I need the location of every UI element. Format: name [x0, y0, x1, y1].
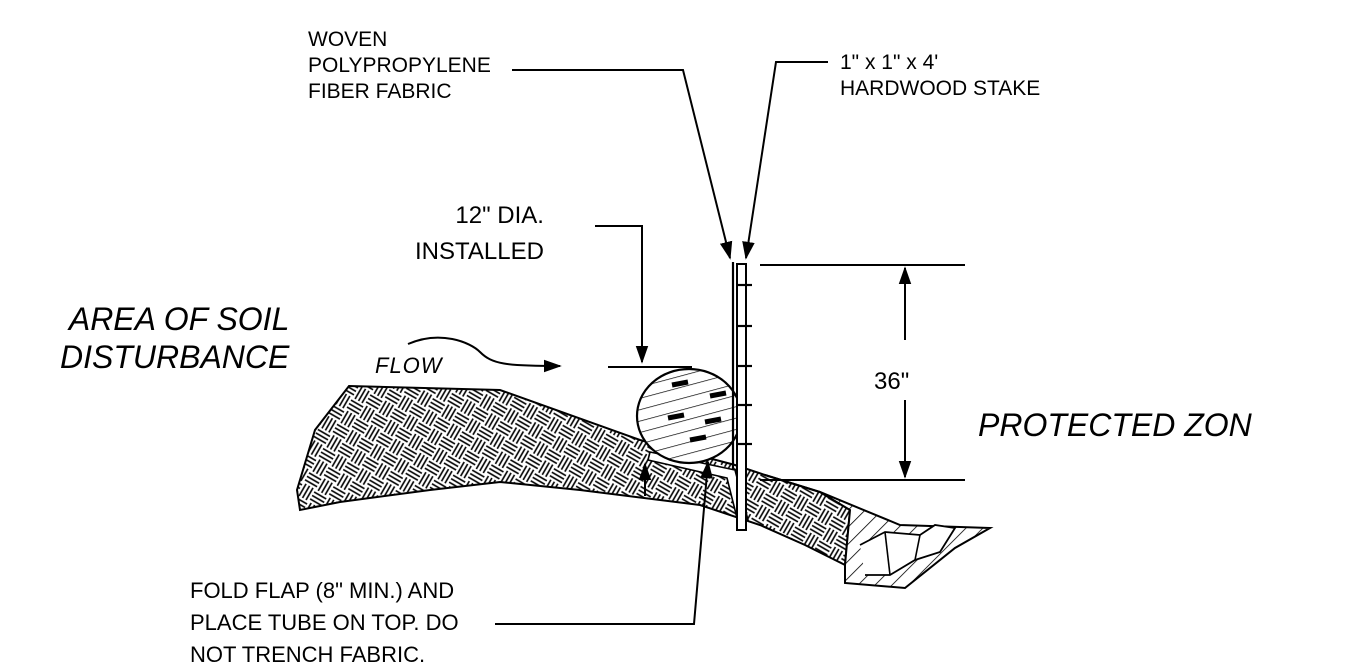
flap-label-line-2: PLACE TUBE ON TOP. DO [190, 610, 459, 635]
height-label: 36" [874, 368, 910, 395]
flap-label-line-1: FOLD FLAP (8" MIN.) AND [190, 578, 455, 603]
fabric-leader [512, 69, 733, 260]
undisturbed-soil-section [764, 474, 994, 590]
disturbance-label-line-1: AREA OF SOIL [68, 301, 290, 337]
diameter-label-line-1: 12" DIA. [455, 202, 544, 229]
stake-label-line-2: HARDWOOD STAKE [840, 77, 1041, 100]
tube-dashes [667, 379, 727, 443]
height-dimension [760, 264, 965, 481]
stake-label-line-1: 1" x 1" x 4' [840, 51, 939, 74]
stake-ties [736, 283, 752, 446]
fabric-label-line-1: WOVEN [308, 28, 388, 51]
disturbance-label-line-2: DISTURBANCE [60, 339, 290, 375]
silt-tube [635, 367, 743, 465]
fabric-label-line-2: POLYPROPYLENE [308, 54, 491, 77]
hardwood-stake [736, 263, 747, 531]
diameter-label-line-2: INSTALLED [415, 238, 544, 265]
diameter-label: 12" DIA. INSTALLED [415, 198, 544, 270]
protected-zone-label: PROTECTED ZON [978, 407, 1252, 443]
gravel-outline [859, 524, 957, 576]
flow-arrow [407, 336, 562, 373]
stake-label: 1" x 1" x 4' HARDWOOD STAKE [840, 50, 1040, 102]
flap-leaders [495, 460, 713, 625]
flow-label: FLOW [375, 353, 443, 378]
flap-label: FOLD FLAP (8" MIN.) AND PLACE TUBE ON TO… [190, 575, 459, 671]
stake-leader [742, 61, 828, 260]
fabric-label-line-3: FIBER FABRIC [308, 80, 452, 103]
diameter-leader [595, 225, 692, 368]
flap-label-line-3: NOT TRENCH FABRIC. [190, 642, 426, 667]
fabric-label: WOVEN POLYPROPYLENE FIBER FABRIC [308, 27, 491, 105]
disturbance-label: AREA OF SOIL DISTURBANCE [60, 300, 289, 376]
